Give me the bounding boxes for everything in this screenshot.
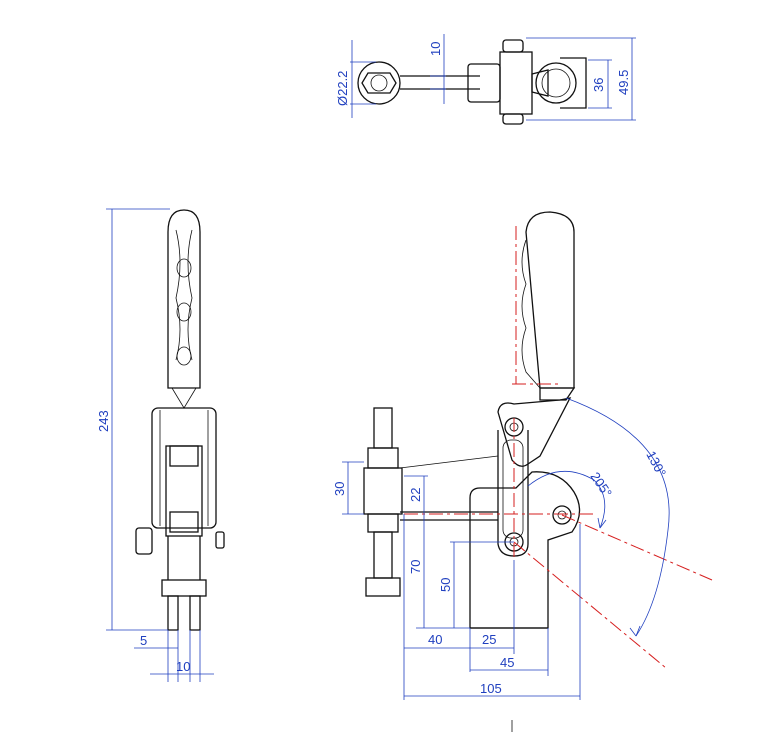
dim-base-height-label: 50 <box>438 578 453 592</box>
side-pin-left <box>135 527 153 555</box>
front-handle <box>525 211 575 389</box>
top-pin-upper <box>502 39 524 53</box>
dim-inner-width-label: 36 <box>591 78 606 92</box>
top-handle-side <box>560 57 587 109</box>
dim-reach-label: 40 <box>428 632 442 647</box>
dim-base-width-label: 45 <box>500 655 514 670</box>
dim-spindle-label: 30 <box>332 482 347 496</box>
spindle-nut-upper <box>367 447 399 469</box>
angle-130-label: 130° <box>643 448 669 479</box>
dim-diameter-label: Ø22.2 <box>335 71 350 106</box>
dim-offset-label: 5 <box>140 633 147 648</box>
front-base <box>469 471 581 629</box>
front-view: 130° 205° 30 22 70 50 40 25 45 <box>332 211 713 700</box>
dim-upper-offset-label: 22 <box>408 488 423 502</box>
dim-outer-width-label: 49.5 <box>616 70 631 95</box>
spindle-nut-inner <box>370 74 388 92</box>
dim-height-label: 243 <box>96 410 111 432</box>
spindle-shaft <box>373 531 393 579</box>
angle-arc-130 <box>565 397 670 637</box>
dim-total-length-label: 105 <box>480 681 502 696</box>
spindle-pad <box>365 577 401 597</box>
side-base-block <box>161 579 207 597</box>
dim-pivot-offset-label: 25 <box>482 632 496 647</box>
spindle-top <box>373 407 393 449</box>
spindle-nut-hex <box>361 72 397 94</box>
dim-spacing-label: 10 <box>176 659 190 674</box>
side-handle-grip <box>167 209 201 389</box>
side-frame <box>151 407 217 529</box>
side-body-sleeve <box>165 445 203 537</box>
front-link-arm <box>497 397 572 467</box>
swing-line-lower <box>513 541 667 669</box>
top-pin-lower <box>502 113 524 125</box>
top-handle-ring-inner <box>541 68 571 98</box>
dim-slot-label: 10 <box>428 42 443 56</box>
pivot-right <box>552 505 572 525</box>
front-clamp-bar <box>497 430 529 557</box>
spindle-sleeve <box>363 467 403 515</box>
top-body-frame <box>499 51 533 115</box>
side-leg-right <box>189 595 201 631</box>
side-pin-right <box>215 531 225 549</box>
angle-arc-205 <box>527 470 606 529</box>
spindle-nut-outer <box>357 61 401 105</box>
spindle-nut-lower <box>367 513 399 533</box>
swing-line-upper <box>561 514 713 581</box>
top-view: Ø22.2 10 36 49.5 <box>335 34 636 125</box>
angle-205-label: 205° <box>588 469 615 500</box>
dim-total-height-label: 70 <box>408 560 423 574</box>
top-handle-ring <box>535 62 577 104</box>
side-view: 243 5 10 <box>96 208 225 682</box>
top-handle-link <box>531 69 549 97</box>
top-body-block <box>467 63 501 103</box>
side-leg-left <box>167 595 179 631</box>
